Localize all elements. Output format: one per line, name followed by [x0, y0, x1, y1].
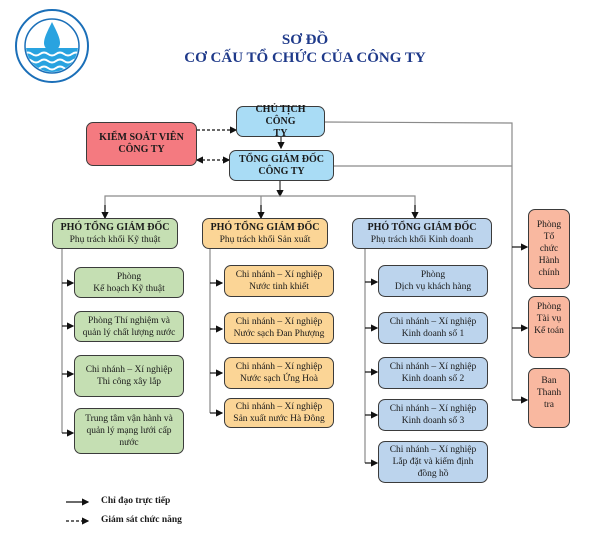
supervisor-line1: KIỂM SOÁT VIÊN — [99, 132, 184, 143]
unit-box: Chi nhánh – Xí nghiệp Thi công xây lắp — [74, 355, 184, 397]
unit-box: Chi nhánh – Xí nghiệp Kinh doanh số 2 — [378, 357, 488, 389]
chairman-box: CHỦ TỊCH CÔNG TY — [236, 103, 325, 139]
water-drop-waves-logo-icon — [15, 9, 89, 83]
chairman-line2: TY — [273, 127, 288, 139]
unit-line: Chi nhánh – Xí nghiệp — [85, 365, 173, 375]
deputy-subtitle: Phụ trách khối Sản xuất — [219, 234, 311, 245]
unit-line: Chi nhánh – Xí nghiệp — [389, 362, 477, 372]
general-director-line2: CÔNG TY — [258, 165, 305, 177]
unit-box: Chi nhánh – Xí nghiệp Nước sạch Đan Phượ… — [224, 312, 334, 344]
unit-line: Lắp đặt và kiểm định — [392, 457, 474, 467]
general-director-line1: TỔNG GIÁM ĐỐC — [239, 153, 324, 165]
chairman-line1: CHỦ TỊCH CÔNG — [255, 103, 306, 127]
unit-line: Kế hoạch Kỹ thuật — [93, 283, 165, 294]
deputy-subtitle: Phụ trách khối Kỹ thuật — [69, 234, 161, 245]
deputy-title: PHÓ TỔNG GIÁM ĐỐC — [60, 221, 170, 233]
unit-line: tra — [543, 400, 555, 410]
unit-line: Nước sạch Ứng Hoà — [240, 374, 318, 384]
unit-line: Chi nhánh – Xí nghiệp — [235, 270, 323, 280]
unit-line: Tổ — [543, 232, 555, 242]
unit-line: đồng hồ — [417, 469, 449, 479]
unit-line: Kinh doanh số 3 — [401, 416, 465, 426]
unit-box: Chi nhánh – Xí nghiệp Kinh doanh số 3 — [378, 399, 488, 431]
deputy-subtitle: Phụ trách khối Kinh doanh — [370, 234, 474, 245]
legend-solid-label: Chỉ đạo trực tiếp — [101, 496, 171, 506]
unit-box: Phòng Dịch vụ khách hàng — [378, 265, 488, 297]
unit-line: nước — [119, 438, 139, 448]
unit-line: Trung tâm vận hành và — [85, 414, 173, 424]
unit-line: Chi nhánh – Xí nghiệp — [235, 317, 323, 327]
deputy-technical-box: PHÓ TỔNG GIÁM ĐỐC Phụ trách khối Kỹ thuậ… — [52, 218, 178, 249]
unit-line: Phòng — [116, 271, 142, 282]
unit-line: quản lý mạng lưới cấp — [86, 426, 172, 436]
unit-box: Chi nhánh – Xí nghiệp Kinh doanh số 1 — [378, 312, 488, 344]
legend-dashed-label: Giám sát chức năng — [101, 515, 182, 525]
unit-box: Phòng Kế hoạch Kỹ thuật — [74, 267, 184, 298]
unit-line: Thanh — [536, 388, 562, 398]
unit-line: Kế toán — [534, 326, 564, 336]
unit-line: Chi nhánh – Xí nghiệp — [389, 445, 477, 455]
unit-line: Phòng — [420, 270, 446, 280]
unit-line: quản lý chất lượng nước — [82, 327, 176, 338]
unit-line: Chi nhánh – Xí nghiệp — [235, 362, 323, 372]
unit-box: Chi nhánh – Xí nghiệp Nước tinh khiết — [224, 265, 334, 297]
unit-line: Chi nhánh – Xí nghiệp — [235, 402, 323, 412]
deputy-title: PHÓ TỔNG GIÁM ĐỐC — [367, 221, 477, 233]
unit-line: Ban — [541, 376, 557, 386]
unit-line: Nước tinh khiết — [249, 282, 309, 292]
unit-line: Phòng — [536, 302, 562, 312]
unit-box: Trung tâm vận hành và quản lý mạng lưới … — [74, 408, 184, 454]
general-director-box: TỔNG GIÁM ĐỐC CÔNG TY — [229, 150, 334, 181]
deputy-business-box: PHÓ TỔNG GIÁM ĐỐC Phụ trách khối Kinh do… — [352, 218, 492, 249]
unit-box: Phòng Thí nghiệm và quản lý chất lượng n… — [74, 311, 184, 342]
unit-line: chính — [538, 268, 560, 278]
unit-line: Phòng — [536, 220, 562, 230]
diagram-title-line1: SƠ ĐỒ — [281, 32, 329, 48]
unit-line: Kinh doanh số 2 — [401, 374, 465, 384]
unit-line: Thi công xây lắp — [96, 377, 162, 387]
supervisor-box: KIỂM SOÁT VIÊN CÔNG TY — [86, 122, 197, 166]
unit-line: Chi nhánh – Xí nghiệp — [389, 404, 477, 414]
unit-box: Chi nhánh – Xí nghiệp Nước sạch Ứng Hoà — [224, 357, 334, 389]
unit-line: Nước sạch Đan Phượng — [233, 329, 325, 339]
supervisor-line2: CÔNG TY — [118, 144, 165, 155]
unit-line: Hành — [538, 256, 560, 266]
company-logo — [14, 8, 90, 84]
staff-unit-box: Phòng Tổ chức Hành chính — [528, 209, 570, 289]
unit-line: Phòng Thí nghiệm và — [88, 315, 170, 326]
staff-unit-box: Phòng Tài vụ Kế toán — [528, 296, 570, 358]
unit-line: chức — [539, 244, 559, 254]
unit-line: Dịch vụ khách hàng — [394, 282, 472, 292]
unit-line: Chi nhánh – Xí nghiệp — [389, 317, 477, 327]
unit-line: Tài vụ — [536, 314, 562, 324]
staff-unit-box: Ban Thanh tra — [528, 368, 570, 428]
unit-box: Chi nhánh – Xí nghiệp Lắp đặt và kiểm đị… — [378, 441, 488, 483]
unit-line: Kinh doanh số 1 — [401, 329, 465, 339]
deputy-title: PHÓ TỔNG GIÁM ĐỐC — [210, 221, 320, 233]
deputy-production-box: PHÓ TỔNG GIÁM ĐỐC Phụ trách khối Sản xuấ… — [202, 218, 328, 249]
unit-box: Chi nhánh – Xí nghiệp Sản xuất nước Hà Đ… — [224, 398, 334, 428]
unit-line: Sản xuất nước Hà Đông — [233, 414, 325, 424]
connector-bus — [104, 195, 416, 217]
diagram-title-line2: CƠ CẤU TỔ CHỨC CỦA CÔNG TY — [184, 50, 426, 66]
